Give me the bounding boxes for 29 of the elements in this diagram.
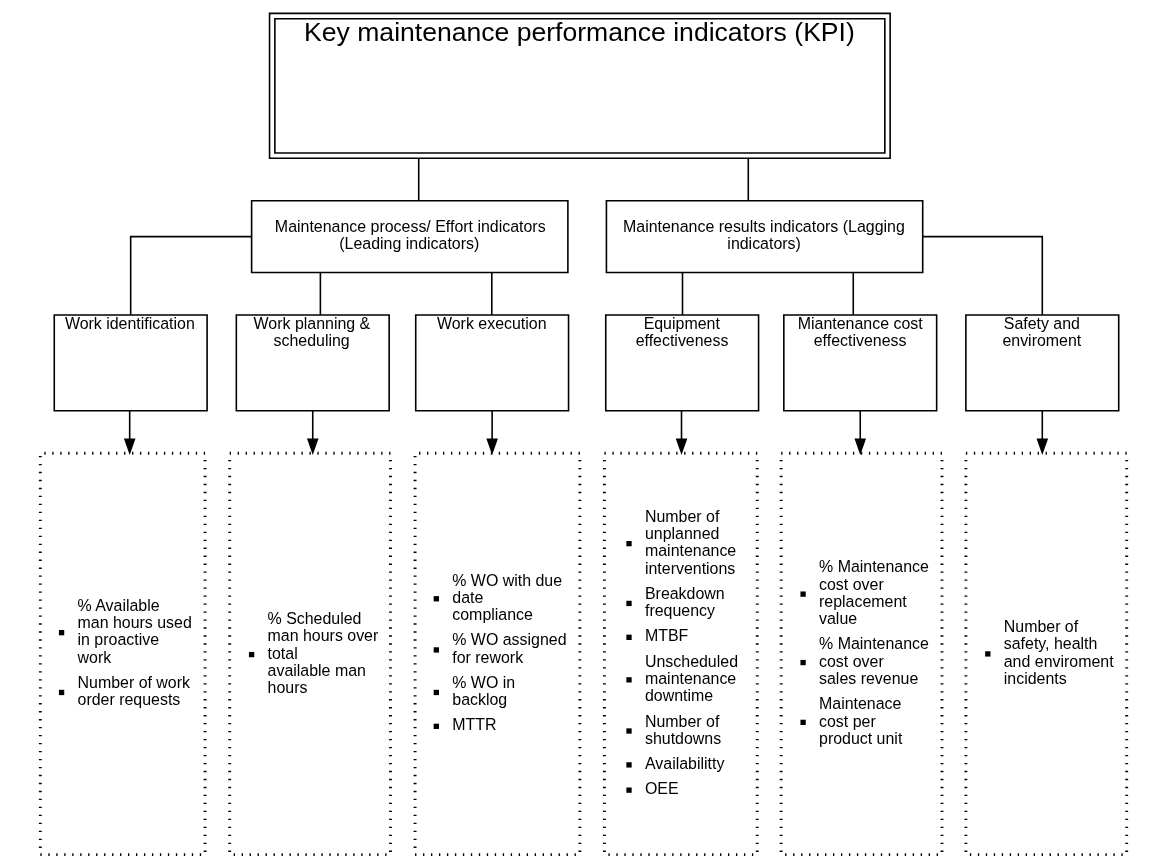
connector xyxy=(681,272,683,316)
arrow xyxy=(485,410,498,456)
connector xyxy=(129,235,252,316)
node-box: % Maintenance cost over replacement value % Maintenance cost over sales revenue Maintenace cost per product unit xyxy=(779,451,943,857)
connector xyxy=(851,272,854,316)
node-box: Equipment effectiveness xyxy=(604,314,759,412)
connector xyxy=(490,272,493,316)
node-box: Number of unplanned maintenance interventions Breakdown frequency MTBF Unscheduled maintenance downtime Number of shutdowns Availabilitty OEE xyxy=(602,451,759,857)
node-box: Safety and enviroment xyxy=(964,314,1119,412)
connector xyxy=(417,157,419,202)
arrow xyxy=(853,410,866,456)
node-box: % Scheduled man hours over total available man hours xyxy=(227,451,392,857)
arrow xyxy=(123,410,135,456)
node-box: Maintenance results indicators (Lagging indicators) xyxy=(605,200,923,274)
node-box: Key maintenance performance indicators (KPI) xyxy=(268,12,891,160)
connector xyxy=(747,157,749,202)
arrow xyxy=(675,410,687,456)
node-box: Maintenance process/ Effort indicators (Leading indicators) xyxy=(250,200,569,274)
connector xyxy=(921,235,1043,316)
node-box: % Available man hours used in proactive work Number of work order requests xyxy=(38,451,207,857)
arrow xyxy=(306,410,318,456)
node-box: % WO with due date compliance % WO assigned for rework % WO in backlog MTTR xyxy=(413,451,581,857)
arrow xyxy=(1036,410,1048,456)
node-box: Work identification xyxy=(52,314,208,412)
node-box: Number of safety, health and enviroment incidents xyxy=(963,451,1128,857)
connector xyxy=(319,272,321,316)
node-box: Work execution xyxy=(414,314,569,412)
node-box: Miantenance cost effectiveness xyxy=(782,314,937,412)
node-box: Work planning & scheduling xyxy=(235,314,390,412)
